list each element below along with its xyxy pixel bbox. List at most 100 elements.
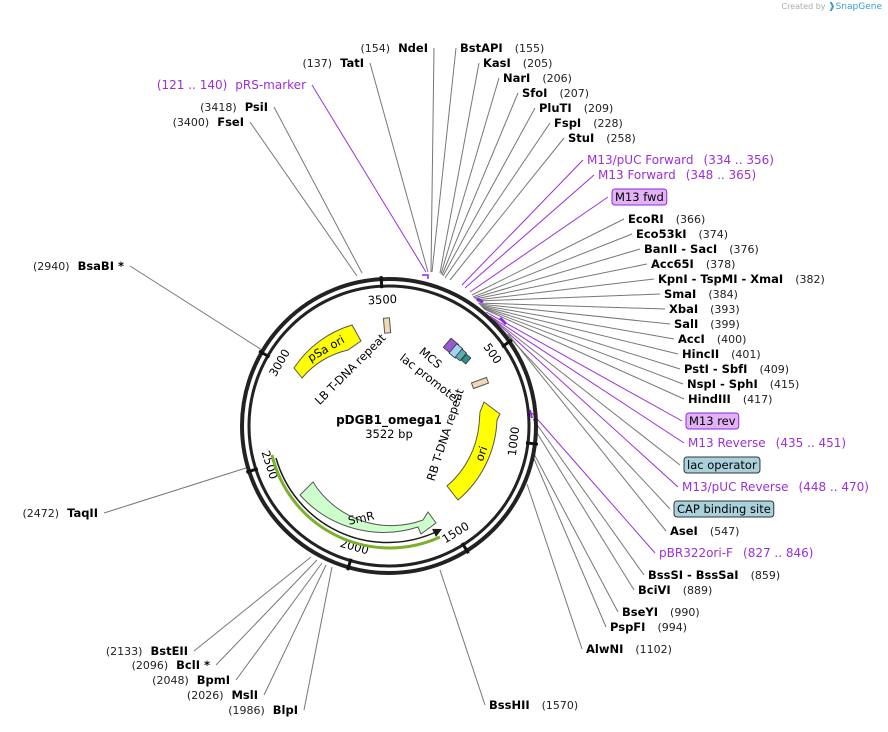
leader-line	[449, 137, 565, 281]
site-label-kpni[interactable]: KpnI - TspMI - XmaI(382)	[658, 272, 825, 286]
enzyme-position: (258)	[606, 132, 636, 145]
enzyme-name: PluTI	[539, 101, 572, 115]
enzyme-position: (2940)	[33, 260, 70, 273]
site-label-m13f[interactable]: M13 Forward(348 .. 365)	[598, 168, 756, 182]
leader-line	[444, 122, 551, 279]
site-label-hincii[interactable]: HincII(401)	[682, 347, 761, 361]
smr-strand-arc	[270, 454, 441, 550]
site-label-sali[interactable]: SalI(399)	[674, 317, 740, 331]
site-label-acc65i[interactable]: Acc65I(378)	[651, 257, 735, 271]
leader-line	[533, 427, 635, 591]
leader-line	[263, 564, 327, 696]
brand-prefix: Created by	[781, 2, 826, 11]
site-label-pspfi[interactable]: PspFI(994)	[610, 620, 687, 634]
site-label-banii[interactable]: BanII - SacI(376)	[644, 242, 759, 256]
leader-line	[526, 483, 583, 650]
primer-range: (827 .. 846)	[743, 546, 813, 560]
leader-line	[476, 293, 661, 302]
site-label-pluti[interactable]: PluTI(209)	[539, 101, 613, 115]
leader-line	[464, 174, 595, 289]
site-label-m13fwd[interactable]: M13 fwd	[611, 188, 668, 206]
site-label-psii[interactable]: PsiI(3418)	[200, 100, 268, 114]
site-label-m13r[interactable]: M13 Reverse(435 .. 451)	[688, 436, 846, 450]
leader-line	[469, 196, 609, 293]
site-label-bsssi[interactable]: BssSI - BssSaI(859)	[648, 568, 780, 582]
site-label-bsteii[interactable]: BstEII(2133)	[106, 644, 188, 658]
leader-line	[477, 302, 666, 310]
site-label-sfoi[interactable]: SfoI(207)	[522, 86, 589, 100]
enzyme-name: BssHII	[489, 698, 530, 712]
site-label-nari[interactable]: NarI(206)	[503, 71, 572, 85]
site-label-bcli[interactable]: BclI *(2096)	[132, 658, 210, 672]
site-label-eco53ki[interactable]: Eco53kI(374)	[636, 227, 728, 241]
site-label-blpi[interactable]: BlpI(1986)	[228, 703, 298, 717]
site-label-asei[interactable]: AseI(547)	[670, 524, 739, 538]
leader-line	[491, 317, 681, 466]
enzyme-position: (889)	[683, 584, 713, 597]
site-label-fspi[interactable]: FspI(228)	[554, 116, 623, 130]
primer-range: (121 .. 140)	[157, 78, 227, 92]
brand-name: SnapGene	[835, 2, 882, 12]
feature-ori[interactable]: ori	[446, 401, 501, 501]
site-label-ndei[interactable]: NdeI(154)	[360, 41, 428, 55]
site-label-alwni[interactable]: AlwNI(1102)	[586, 642, 672, 656]
enzyme-name: XbaI	[669, 302, 698, 316]
enzyme-name: Acc65I	[651, 257, 694, 271]
feature-box-label: lac operator	[687, 458, 757, 472]
site-label-lacop[interactable]: lac operator	[683, 456, 761, 474]
site-label-fsei[interactable]: FseI(3400)	[173, 115, 244, 129]
site-label-hindiii[interactable]: HindIII(417)	[688, 392, 772, 406]
site-label-bstapi[interactable]: BstAPI(155)	[460, 41, 544, 55]
leader-line	[431, 47, 457, 273]
site-label-tati[interactable]: TatI(137)	[303, 56, 365, 70]
plasmid-name: pDGB1_omega1	[336, 413, 442, 428]
site-label-m13rev[interactable]: M13 rev	[685, 412, 740, 430]
site-label-m13pucr[interactable]: M13/pUC Reverse(448 .. 470)	[682, 480, 869, 494]
enzyme-position: (2048)	[152, 674, 189, 687]
site-label-xbai[interactable]: XbaI(393)	[669, 302, 740, 316]
site-label-nspi[interactable]: NspI - SphI(415)	[687, 377, 799, 391]
site-label-psti[interactable]: PstI - SbfI(409)	[684, 362, 789, 376]
enzyme-position: (1570)	[542, 699, 579, 712]
enzyme-name: TatI	[340, 56, 364, 70]
site-label-taqii[interactable]: TaqII(2472)	[23, 506, 99, 520]
leader-line	[439, 62, 480, 274]
site-label-prs[interactable]: pRS-marker (121 .. 140)	[157, 78, 306, 92]
backbone-inner-strand	[247, 284, 531, 568]
leader-line	[439, 569, 486, 706]
tick-mark	[460, 542, 470, 555]
feature-smr[interactable]: SmR	[299, 481, 437, 535]
site-label-msli[interactable]: MslI(2026)	[187, 688, 258, 702]
enzyme-position: (990)	[670, 606, 700, 619]
site-label-kasi[interactable]: KasI(205)	[483, 56, 552, 70]
leader-line	[478, 303, 671, 325]
primer-box-label: M13 fwd	[615, 190, 664, 204]
enzyme-name: MslI	[231, 688, 258, 702]
leader-line	[479, 304, 675, 340]
site-label-bseyi[interactable]: BseYI(990)	[622, 605, 700, 619]
site-label-m13pucf[interactable]: M13/pUC Forward(334 .. 356)	[587, 153, 774, 167]
enzyme-name: BanII - SacI	[644, 242, 717, 256]
snapgene-logo: ❱SnapGene	[828, 2, 882, 12]
site-label-bsshii[interactable]: BssHII (1570)	[489, 698, 578, 712]
enzyme-position: (206)	[542, 72, 572, 85]
site-label-bcivi[interactable]: BciVI(889)	[638, 583, 712, 597]
site-label-bsabi[interactable]: BsaBI *(2940)	[33, 259, 124, 273]
site-label-smai[interactable]: SmaI(384)	[664, 287, 738, 301]
tick-mark	[346, 558, 353, 571]
site-label-stui[interactable]: StuI(258)	[568, 131, 636, 145]
tick-mark	[525, 441, 539, 446]
enzyme-name: HindIII	[688, 392, 731, 406]
site-label-ecori[interactable]: EcoRI(366)	[628, 212, 705, 226]
leader-line	[430, 47, 435, 273]
enzyme-name: PstI - SbfI	[684, 362, 747, 376]
site-label-cap[interactable]: CAP binding site	[673, 500, 775, 518]
site-label-pbr[interactable]: pBR322ori-F(827 .. 846)	[659, 546, 813, 560]
tick-mark	[379, 276, 384, 289]
primer-name: pRS-marker	[235, 78, 306, 92]
enzyme-position: (374)	[699, 228, 729, 241]
site-label-bpmi[interactable]: BpmI(2048)	[152, 673, 230, 687]
site-label-acci[interactable]: AccI(400)	[678, 332, 746, 346]
enzyme-position: (1102)	[635, 643, 672, 656]
